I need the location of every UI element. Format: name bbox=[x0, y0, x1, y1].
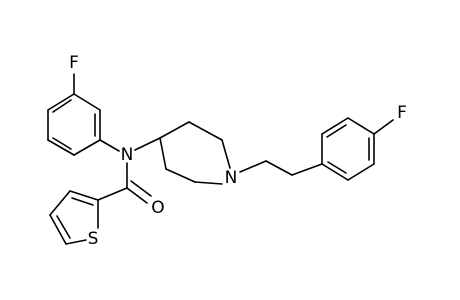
bond bbox=[71, 197, 94, 206]
bond bbox=[52, 137, 72, 150]
fluorine-atom-label: F bbox=[69, 53, 79, 73]
bond bbox=[73, 139, 101, 156]
bond bbox=[56, 215, 71, 239]
fluorine-atom-label: F bbox=[397, 103, 407, 123]
oxygen-atom-label: O bbox=[151, 198, 164, 218]
bond bbox=[52, 99, 72, 113]
bond bbox=[49, 214, 67, 245]
bond bbox=[165, 168, 196, 183]
bond bbox=[134, 137, 161, 151]
piperidine-nitrogen-label: N bbox=[225, 168, 238, 188]
bond bbox=[97, 187, 128, 201]
bond bbox=[373, 119, 394, 135]
sulfur-atom-label: S bbox=[88, 229, 99, 249]
bond bbox=[347, 163, 375, 181]
bond bbox=[159, 137, 167, 170]
bond bbox=[321, 117, 349, 135]
bond bbox=[327, 161, 347, 174]
bond bbox=[265, 160, 293, 176]
bonds bbox=[47, 73, 394, 245]
bond bbox=[221, 139, 231, 169]
amide-nitrogen-label: N bbox=[121, 145, 134, 165]
bond bbox=[130, 180, 152, 197]
bond bbox=[65, 239, 87, 245]
bond bbox=[321, 163, 349, 181]
bond bbox=[126, 187, 148, 204]
bond bbox=[47, 93, 75, 111]
bond bbox=[347, 117, 375, 135]
bond bbox=[291, 163, 323, 176]
bond bbox=[188, 121, 223, 141]
bond bbox=[194, 181, 223, 185]
bond bbox=[49, 190, 71, 216]
bond bbox=[47, 139, 75, 156]
bond bbox=[159, 121, 190, 139]
bond bbox=[69, 190, 99, 201]
atom-labels: F N N F O S bbox=[69, 53, 407, 249]
bond bbox=[239, 160, 267, 173]
bond bbox=[73, 93, 101, 111]
bond bbox=[326, 124, 347, 138]
bond bbox=[99, 139, 120, 152]
